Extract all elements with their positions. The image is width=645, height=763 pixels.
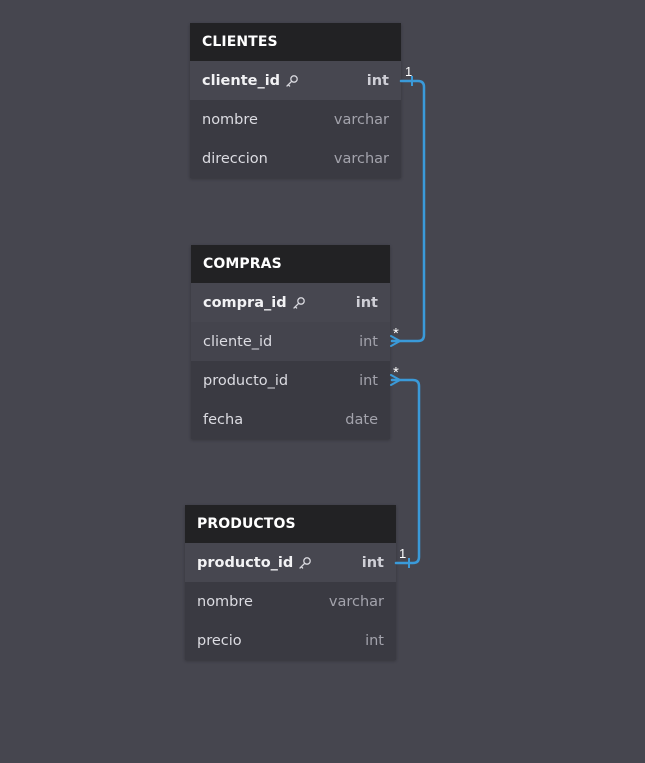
many-marker [390, 374, 401, 386]
column-name: fecha [203, 411, 244, 428]
column-name: precio [197, 632, 242, 649]
table-compras[interactable]: COMPRAS compra_id int cliente_id int pro… [191, 245, 390, 439]
column-type: int [366, 72, 389, 89]
column-name: cliente_id [203, 333, 273, 350]
column-type: varchar [333, 150, 389, 167]
column-type: int [359, 372, 378, 389]
table-productos[interactable]: PRODUCTOS producto_id int nombre varchar… [185, 505, 396, 660]
cardinality-label: 1 [399, 546, 406, 561]
table-row[interactable]: producto_id int [185, 543, 396, 582]
key-icon [298, 556, 312, 570]
column-name: producto_id [197, 554, 294, 571]
table-row[interactable]: precio int [185, 621, 396, 660]
table-row[interactable]: cliente_id int [190, 61, 401, 100]
cardinality-label: 1 [405, 64, 412, 79]
column-type: int [355, 294, 378, 311]
column-type: int [359, 333, 378, 350]
column-name: compra_id [203, 294, 287, 311]
table-row[interactable]: producto_id int [191, 361, 390, 400]
column-name: nombre [197, 593, 253, 610]
table-title: PRODUCTOS [185, 505, 396, 543]
key-icon [285, 74, 299, 88]
column-type: int [361, 554, 384, 571]
table-row[interactable]: nombre varchar [185, 582, 396, 621]
many-marker [390, 335, 401, 347]
cardinality-label: * [393, 325, 399, 342]
column-name: direccion [202, 150, 268, 167]
table-row[interactable]: compra_id int [191, 283, 390, 322]
table-title: CLIENTES [190, 23, 401, 61]
table-row[interactable]: cliente_id int [191, 322, 390, 361]
cardinality-label: * [393, 364, 399, 381]
table-clientes[interactable]: CLIENTES cliente_id int nombre varchar d… [190, 23, 401, 178]
column-name: nombre [202, 111, 258, 128]
column-type: date [345, 411, 378, 428]
table-title: COMPRAS [191, 245, 390, 283]
column-type: int [365, 632, 384, 649]
key-icon [292, 296, 306, 310]
table-row[interactable]: nombre varchar [190, 100, 401, 139]
column-name: producto_id [203, 372, 289, 389]
column-type: varchar [333, 111, 389, 128]
column-name: cliente_id [202, 72, 281, 89]
column-type: varchar [328, 593, 384, 610]
table-row[interactable]: direccion varchar [190, 139, 401, 178]
table-row[interactable]: fecha date [191, 400, 390, 439]
